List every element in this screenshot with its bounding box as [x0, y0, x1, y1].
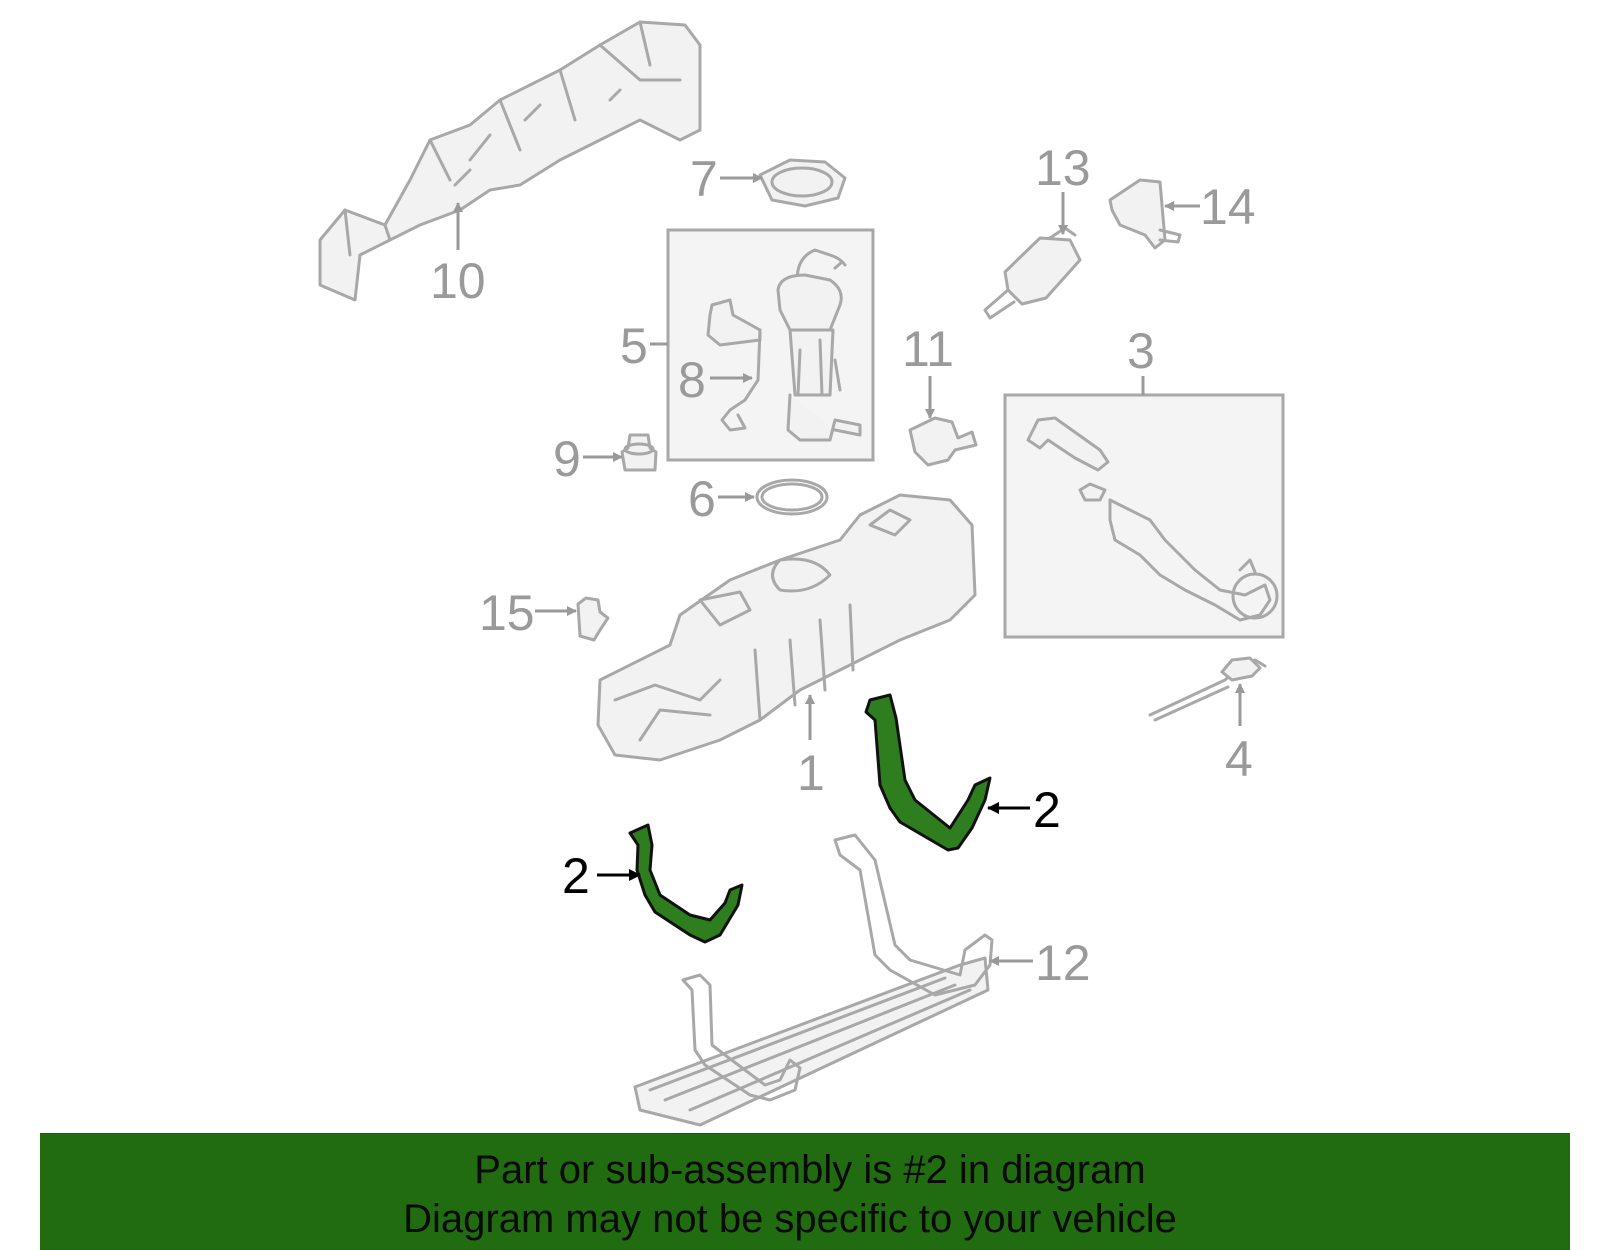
label-13: 13: [1035, 140, 1091, 196]
label-2-left: 2: [562, 848, 590, 904]
callout-6: 6: [688, 471, 755, 527]
label-7: 7: [690, 151, 718, 207]
part-1-fuel-tank[interactable]: [596, 493, 977, 762]
label-6: 6: [688, 471, 716, 527]
part-2-tank-strap-left[interactable]: [628, 823, 744, 944]
callout-10: 10: [430, 202, 486, 309]
callout-13: 13: [1035, 140, 1091, 235]
part-7-lock-ring[interactable]: [758, 158, 847, 208]
label-2-right: 2: [1033, 782, 1061, 838]
callout-2-left: 2: [562, 848, 641, 904]
callout-4: 4: [1225, 683, 1253, 787]
part-12-skid-plate[interactable]: [633, 833, 994, 1127]
label-4: 4: [1225, 731, 1253, 787]
label-1: 1: [797, 745, 825, 801]
callout-14: 14: [1164, 179, 1256, 235]
label-3: 3: [1127, 323, 1155, 379]
label-11: 11: [902, 321, 954, 377]
callout-3: 3: [1127, 323, 1155, 395]
part-9-valve[interactable]: [620, 433, 658, 472]
callout-5: 5: [620, 318, 668, 374]
part-11-sensor[interactable]: [908, 416, 978, 467]
label-9: 9: [553, 431, 581, 487]
label-5: 5: [620, 318, 648, 374]
part-14-bracket[interactable]: [1108, 178, 1182, 250]
callout-7: 7: [690, 151, 763, 207]
label-14: 14: [1200, 179, 1256, 235]
part-13-fuel-filter[interactable]: [983, 226, 1082, 320]
callout-1: 1: [797, 694, 825, 801]
callout-15: 15: [479, 585, 577, 641]
part-15-clip[interactable]: [576, 596, 610, 642]
callout-11: 11: [902, 321, 954, 419]
label-8: 8: [678, 352, 706, 408]
part-5-fuel-pump-module[interactable]: [666, 228, 875, 462]
label-12: 12: [1035, 935, 1091, 991]
parts-diagram: 10 7 5 8 9 6: [318, 20, 1285, 1127]
banner-line-1: Part or sub-assembly is #2 in diagram: [474, 1148, 1146, 1192]
part-10-frame-rail[interactable]: [318, 20, 702, 302]
callout-12: 12: [989, 935, 1091, 991]
part-3-filler-pipe[interactable]: [1003, 393, 1285, 639]
banner-line-2: Diagram may not be specific to your vehi…: [403, 1197, 1177, 1241]
info-banner: Part or sub-assembly is #2 in diagram Di…: [40, 1133, 1570, 1250]
callout-8: 8: [678, 352, 753, 408]
label-10: 10: [430, 253, 486, 309]
part-6-gasket[interactable]: [755, 478, 829, 516]
callout-9: 9: [553, 431, 623, 487]
part-2-tank-strap-right[interactable]: [864, 693, 992, 852]
part-4-sender[interactable]: [1148, 656, 1267, 722]
callout-2-right: 2: [987, 782, 1061, 838]
label-15: 15: [479, 585, 535, 641]
